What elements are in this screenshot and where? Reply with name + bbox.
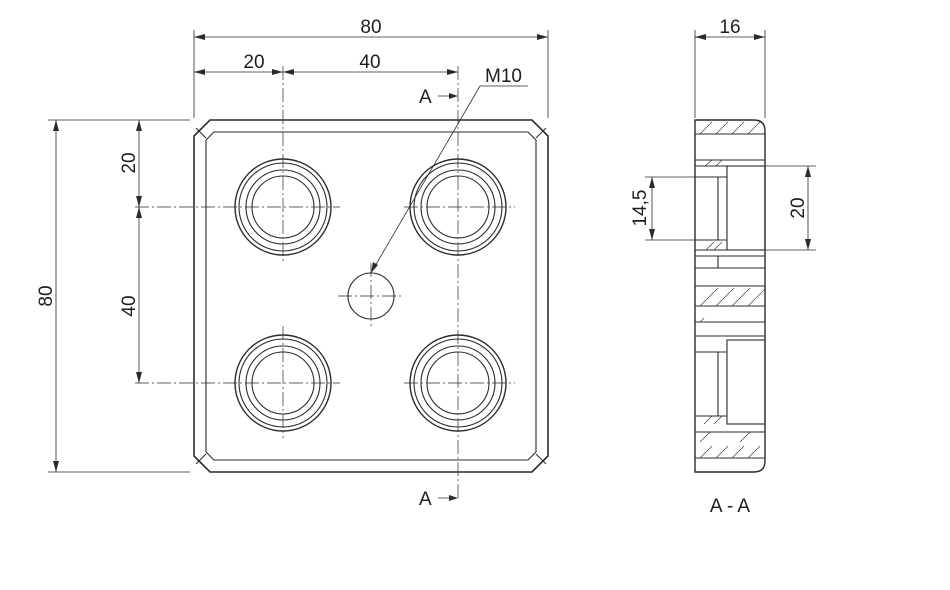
hatch-upper-left [704,159,723,251]
dim-pocket [765,165,816,251]
section-arrow-bottom [438,495,458,501]
hatch-lower-left [703,415,723,425]
dim-pitch-x-label: 40 [359,52,380,73]
dim-pitch-y-label: 40 [119,295,140,316]
section-mark-top: A [419,87,432,108]
lower-cavity [695,339,766,425]
section-caption: A - A [710,496,750,517]
hatch-top [695,121,765,161]
dim-overall-width-label: 80 [360,17,381,38]
dim-offset-y-label: 20 [119,152,140,173]
dim-offset-x [194,69,458,75]
hatch-middle [699,287,766,323]
dim-thickness [694,30,766,118]
plate-inner-border [205,131,537,461]
dim-overall-width [193,30,549,118]
dim-overall-height-label: 80 [36,285,57,306]
section-view: 16 14,5 20 A - A [630,17,816,517]
dim-thickness-label: 16 [719,17,740,38]
dim-pocket-label: 20 [788,197,809,218]
hatch-bottom [695,431,765,459]
corner-details [195,127,547,465]
thread-callout: M10 [485,66,522,87]
centerlines [135,66,515,500]
middle-web [695,255,765,337]
thread-leader [370,85,528,274]
dim-overall-height [48,119,190,473]
dim-bore [645,176,718,241]
dim-offset-y [136,120,142,383]
front-view: 80 20 40 80 20 40 [36,17,549,510]
section-outline [694,119,766,473]
dim-offset-x-label: 20 [243,52,264,73]
section-mark-bottom: A [419,489,432,510]
upper-cavity [695,165,766,251]
section-arrow-top [438,93,458,99]
dim-bore-label: 14,5 [630,190,651,227]
plate-outline [193,119,549,473]
